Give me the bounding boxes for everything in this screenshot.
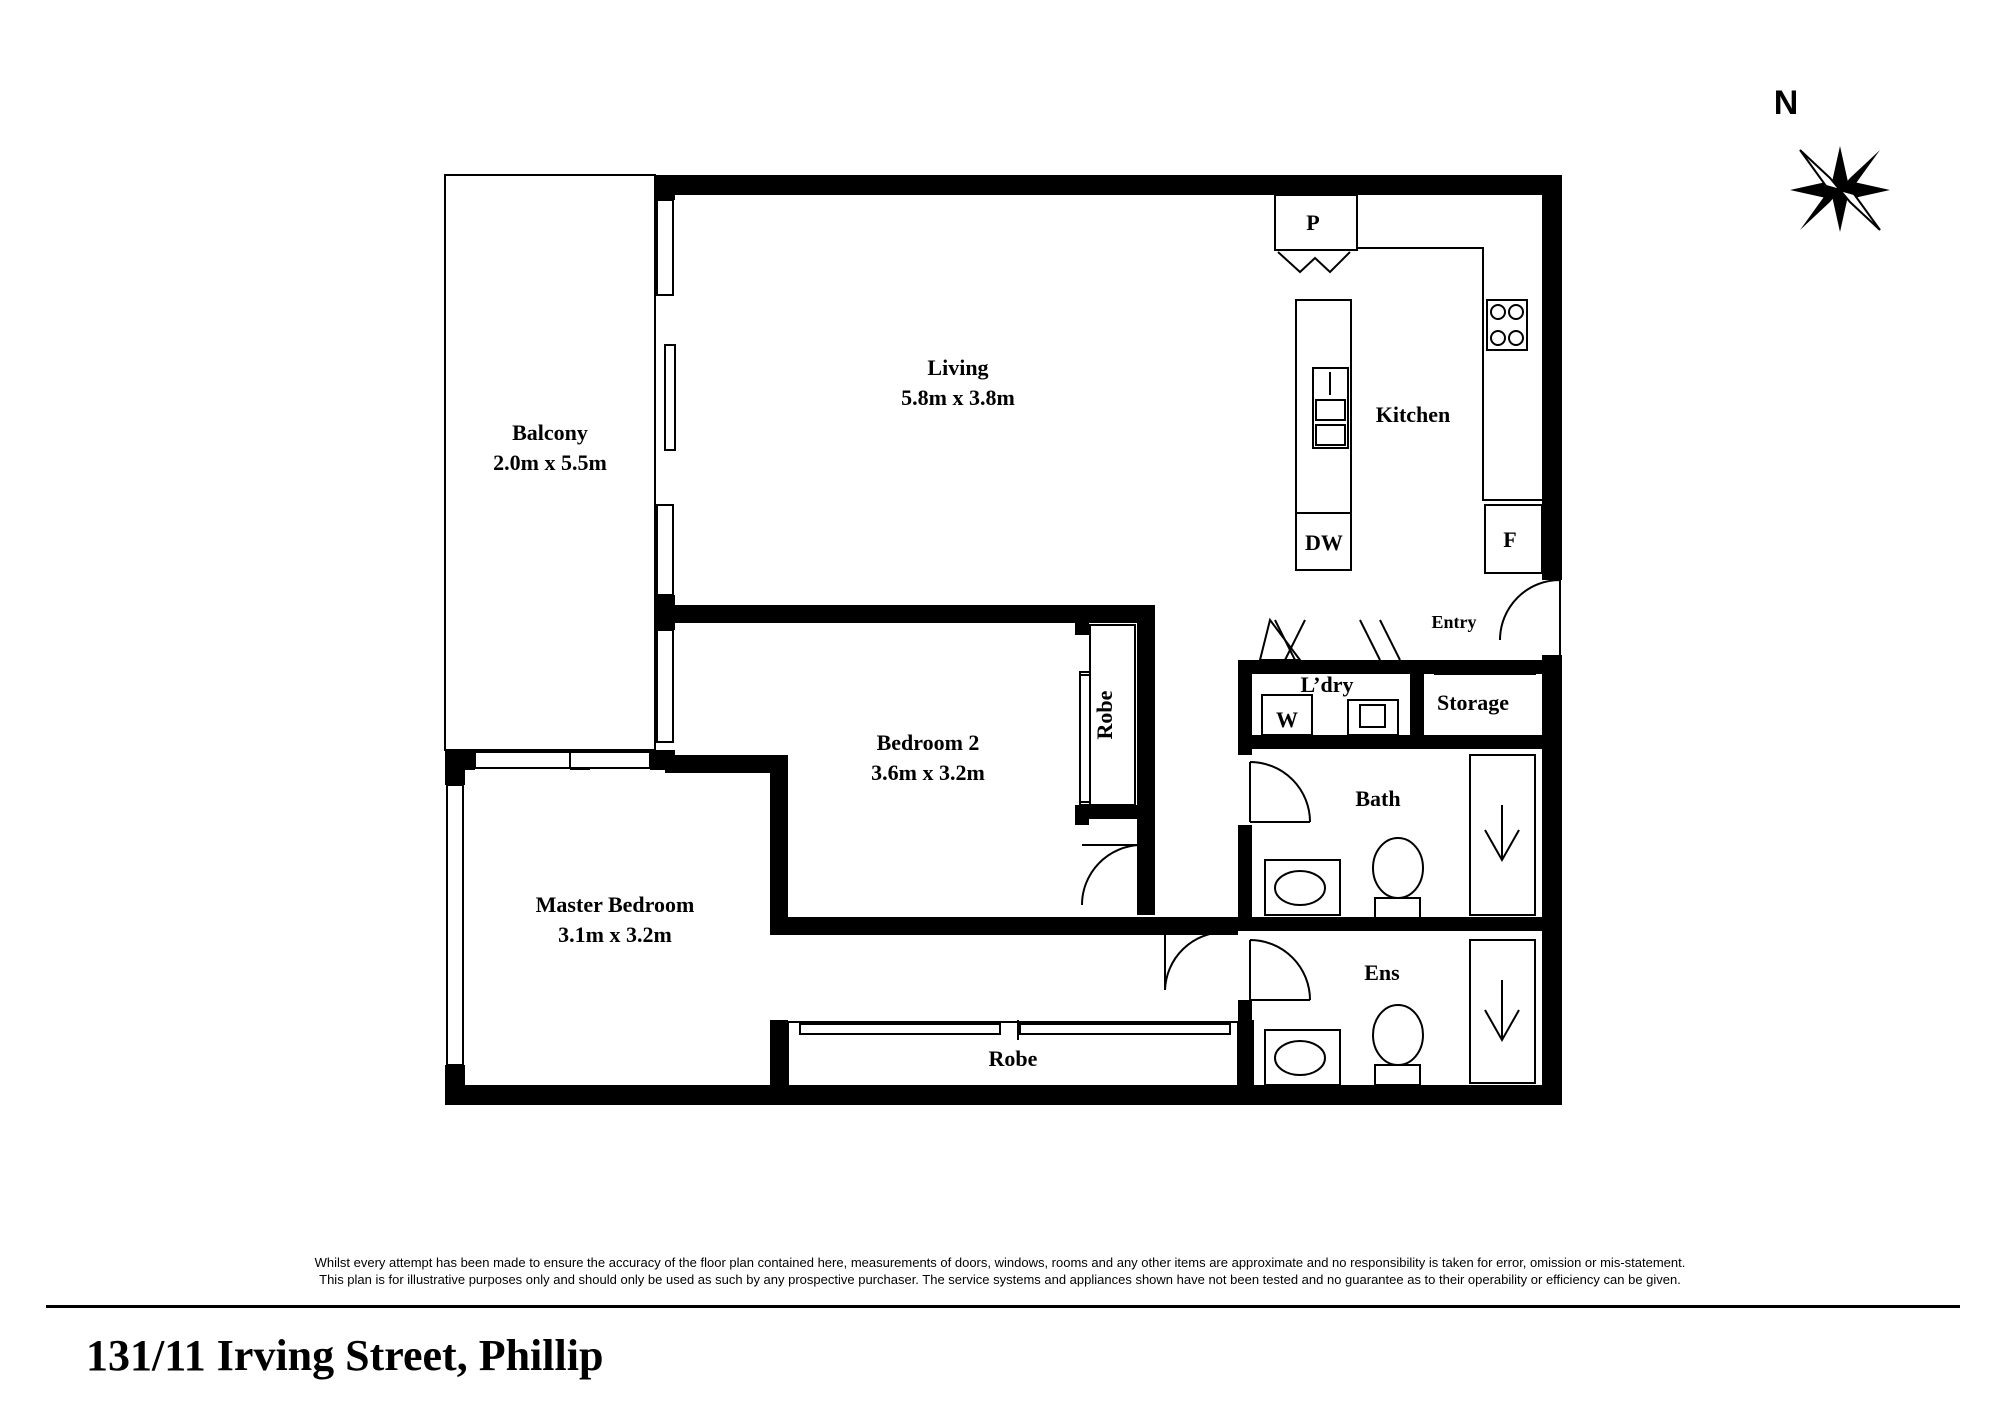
- balcony-name: Balcony: [512, 420, 588, 445]
- ensuite-toilet-icon: [1372, 1004, 1424, 1066]
- dishwasher-label: DW: [1305, 530, 1343, 555]
- kitchen-sink-icon: [1312, 367, 1349, 449]
- master-robe-label: Robe: [989, 1046, 1038, 1071]
- pantry-label: P: [1306, 210, 1319, 235]
- balcony-size: 2.0m x 5.5m: [493, 450, 607, 475]
- bath-name: Bath: [1355, 786, 1400, 811]
- disclaimer-line-2: This plan is for illustrative purposes o…: [319, 1272, 1681, 1287]
- north-label: N: [1774, 84, 1799, 122]
- doors: [1081, 579, 1561, 1001]
- bedroom2-robe: [1079, 624, 1136, 806]
- hall-door: [1164, 931, 1226, 991]
- living-name: Living: [927, 355, 988, 380]
- master-bedroom-name: Master Bedroom: [536, 892, 695, 917]
- balcony-area: [444, 174, 656, 751]
- master-bedroom-size: 3.1m x 3.2m: [558, 922, 672, 947]
- pantry-doors: [1277, 251, 1351, 274]
- bedroom2-size: 3.6m x 3.2m: [871, 760, 985, 785]
- bath-vanity-icon: [1264, 859, 1341, 916]
- master-robe: [787, 1020, 1239, 1088]
- bedroom2-name: Bedroom 2: [877, 730, 980, 755]
- kitchen-name: Kitchen: [1376, 402, 1451, 427]
- bath-fixtures: [1264, 754, 1536, 919]
- footer-divider: [46, 1305, 1960, 1308]
- windows: [446, 199, 1091, 1066]
- disclaimer-line-1: Whilst every attempt has been made to en…: [314, 1255, 1686, 1270]
- bath-toilet-icon: [1372, 837, 1424, 899]
- laundry-name: L’dry: [1301, 672, 1354, 697]
- ensuite-name: Ens: [1364, 960, 1400, 985]
- kitchen-bench: [1274, 194, 1543, 574]
- laundry-tub-icon: [1347, 699, 1399, 736]
- ensuite-shower-icon: [1469, 939, 1536, 1084]
- cooktop-icon: [1486, 299, 1528, 351]
- living-size: 5.8m x 3.8m: [901, 385, 1015, 410]
- bedroom2-robe-label: Robe: [1092, 690, 1117, 739]
- disclaimer: Whilst every attempt has been made to en…: [0, 1254, 2000, 1288]
- bathtub-icon: [1469, 754, 1536, 916]
- laundry-fixtures: [1261, 665, 1536, 736]
- entry-name: Entry: [1432, 612, 1477, 632]
- property-address: 131/11 Irving Street, Phillip: [86, 1331, 604, 1380]
- washer-label: W: [1276, 707, 1298, 732]
- fridge-label: F: [1503, 527, 1516, 552]
- interior-walls: [665, 605, 1562, 1090]
- storage-name: Storage: [1437, 690, 1509, 715]
- compass-rose-icon: N: [1774, 84, 1890, 232]
- washer-icon: [1261, 694, 1313, 736]
- outer-walls: [445, 175, 1562, 1105]
- ensuite-vanity-icon: [1264, 1029, 1341, 1086]
- ensuite-fixtures: [1264, 939, 1536, 1086]
